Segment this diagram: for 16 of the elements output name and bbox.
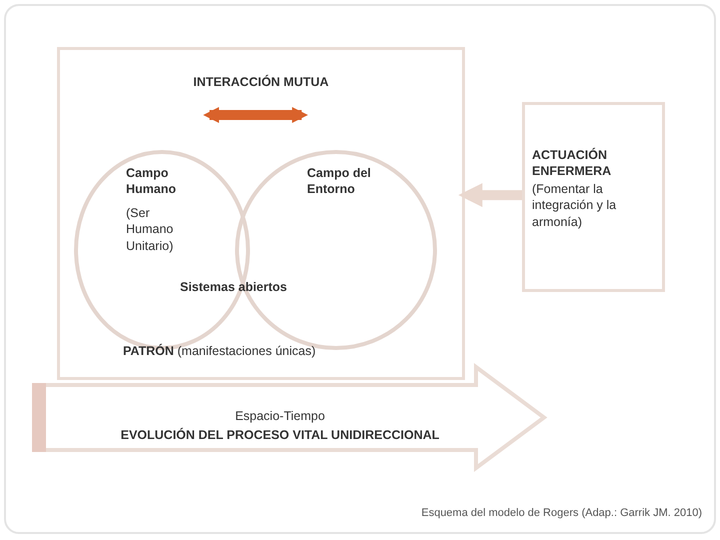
node-heading: ACTUACIÓN ENFERMERA [532, 147, 612, 180]
node-subheading: Espacio-Tiempo [234, 408, 326, 424]
overlap-label: Sistemas abiertos [180, 279, 287, 296]
node-description: (Fomentar la integración y la armonía) [532, 181, 618, 230]
nursing-box [522, 102, 665, 292]
caption: Esquema del modelo de Rogers (Adap.: Garrik JM. 2010) [420, 506, 702, 520]
node-heading: INTERACCIÓN MUTUA [192, 74, 330, 90]
node-note: PATRÓN (manifestaciones únicas) [123, 343, 317, 360]
process-arrow [30, 365, 546, 470]
arrow [458, 183, 522, 208]
node-description: (Ser Humano Unitario) [126, 205, 174, 254]
node-heading: Campo del Entorno [307, 165, 372, 198]
model-box [57, 47, 465, 380]
double-arrow [203, 107, 308, 123]
node-heading: EVOLUCIÓN DEL PROCESO VITAL UNIDIRECCIONAL [120, 427, 440, 444]
node-heading: Campo Humano [126, 165, 177, 198]
